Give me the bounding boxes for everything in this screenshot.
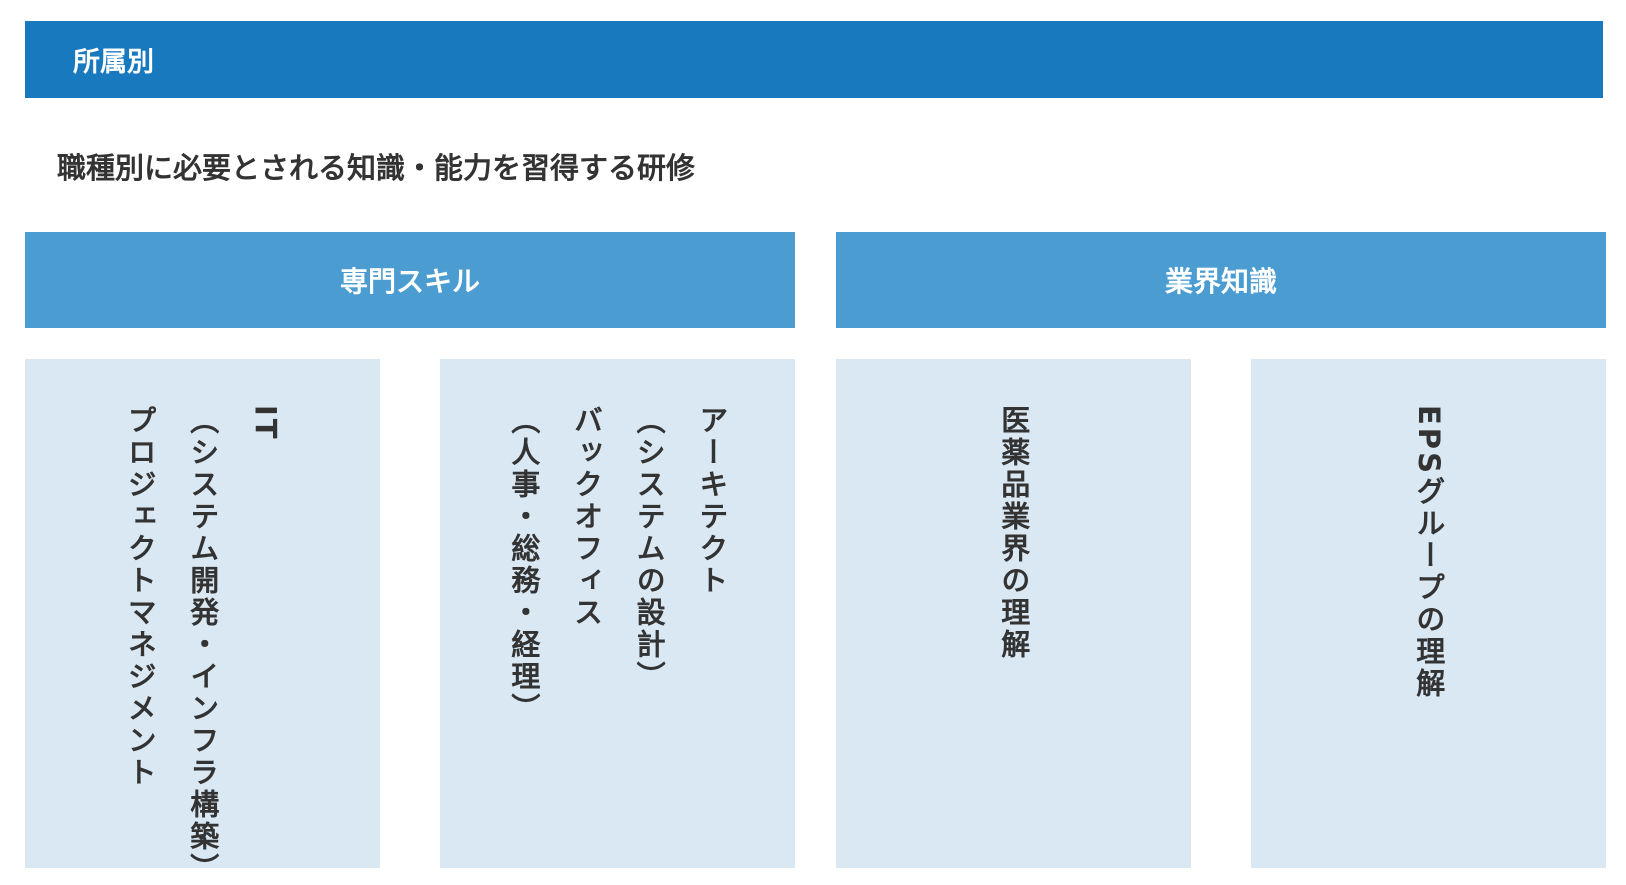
category-label: 専門スキル [339,265,480,298]
section-header: 所属別 [25,21,1603,98]
card-text-line: アーキテクト [694,405,729,597]
section-title: 所属別 [73,47,154,78]
card-it-project-management: IT （システム開発・インフラ構築） プロジェクトマネジメント [25,359,380,885]
card-text-line: EPSグループの理解 [1411,405,1446,700]
card-text-line: （システムの設計） [632,405,667,693]
category-label: 業界知識 [1164,265,1277,298]
category-header-professional-skills: 専門スキル [25,232,795,328]
card-architect-backoffice: アーキテクト （システムの設計） バックオフィス （人事・総務・経理） [440,359,795,868]
card-text-line: （人事・総務・経理） [506,405,541,725]
card-text-line: プロジェクトマネジメント [123,405,158,789]
card-pharma-industry: 医薬品業界の理解 [836,359,1191,868]
card-eps-group: EPSグループの理解 [1251,359,1606,868]
page-subtitle: 職種別に必要とされる知識・能力を習得する研修 [57,151,696,185]
card-text-line: 医薬品業界の理解 [996,405,1031,661]
card-text-line: バックオフィス [569,405,604,629]
card-text-line: IT [248,405,283,442]
category-header-industry-knowledge: 業界知識 [836,232,1606,328]
card-text-line: （システム開発・インフラ構築） [185,405,220,885]
